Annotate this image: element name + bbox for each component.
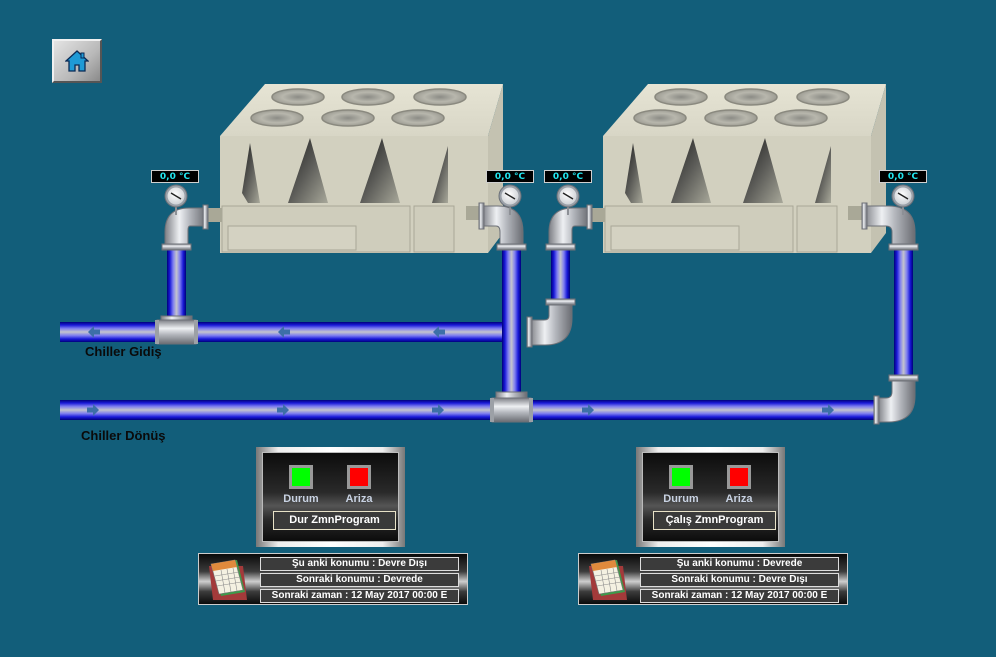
elbow-fittings [161,202,919,425]
supply-line-label: Chiller Gidiş [85,344,162,359]
chiller-2-fault-label: Ariza [725,493,753,505]
return-header-pipe [60,400,878,420]
chiller-2-outlet-temp: 0,0 °C [879,170,927,183]
chiller-2-schedule-panel[interactable]: Şu anki konumu : Devrede Sonraki konumu … [578,553,848,605]
chiller-2-inlet-stub [589,208,605,222]
chiller-2-current-state: Şu anki konumu : Devrede [640,557,839,571]
home-icon [65,50,89,72]
chiller-2-fault-lamp [727,465,751,489]
chiller-1-status-label: Durum [283,493,319,505]
chiller-2-control-panel: Durum Ariza Çalış ZmnProgram [636,447,785,547]
chiller-unit-1 [206,83,504,254]
chiller-2-next-time: Sonraki zaman : 12 May 2017 00:00 E [640,589,839,603]
chiller-2-return-riser [894,245,913,380]
chiller-1-status-lamp [289,465,313,489]
chiller-2-program-button[interactable]: Çalış ZmnProgram [653,511,776,530]
chiller-2-outlet-stub [848,206,864,220]
chiller-2-next-state: Sonraki konumu : Devre Dışı [640,573,839,587]
chiller-1-supply-riser [167,245,186,323]
chiller-2-status-label: Durum [663,493,699,505]
return-line-label: Chiller Dönüş [81,428,166,443]
chiller-1-return-riser [502,245,521,401]
chiller-1-inlet-stub [206,208,222,222]
tee-fitting-return [490,391,533,423]
chiller-1-current-state: Şu anki konumu : Devre Dışı [260,557,459,571]
tee-fitting-supply [155,315,198,345]
chiller-1-fault-label: Ariza [345,493,373,505]
chiller-1-schedule-panel[interactable]: Şu anki konumu : Devre Dışı Sonraki konu… [198,553,468,605]
chiller-1-outlet-temp: 0,0 °C [486,170,534,183]
chiller-unit-2 [589,83,887,254]
chiller-1-inlet-temp: 0,0 °C [151,170,199,183]
home-button[interactable] [52,39,102,83]
chiller-1-outlet-stub [466,206,482,220]
chiller-2-inlet-temp: 0,0 °C [544,170,592,183]
chiller-2-status-lamp [669,465,693,489]
chiller-1-control-panel: Durum Ariza Dur ZmnProgram [256,447,405,547]
chiller-1-program-button[interactable]: Dur ZmnProgram [273,511,396,530]
chiller-1-fault-lamp [347,465,371,489]
chiller-1-next-state: Sonraki konumu : Devrede [260,573,459,587]
chiller-2-supply-riser [551,245,570,305]
calendar-icon [589,559,627,600]
chiller-1-next-time: Sonraki zaman : 12 May 2017 00:00 E [260,589,459,603]
calendar-icon [209,559,247,600]
